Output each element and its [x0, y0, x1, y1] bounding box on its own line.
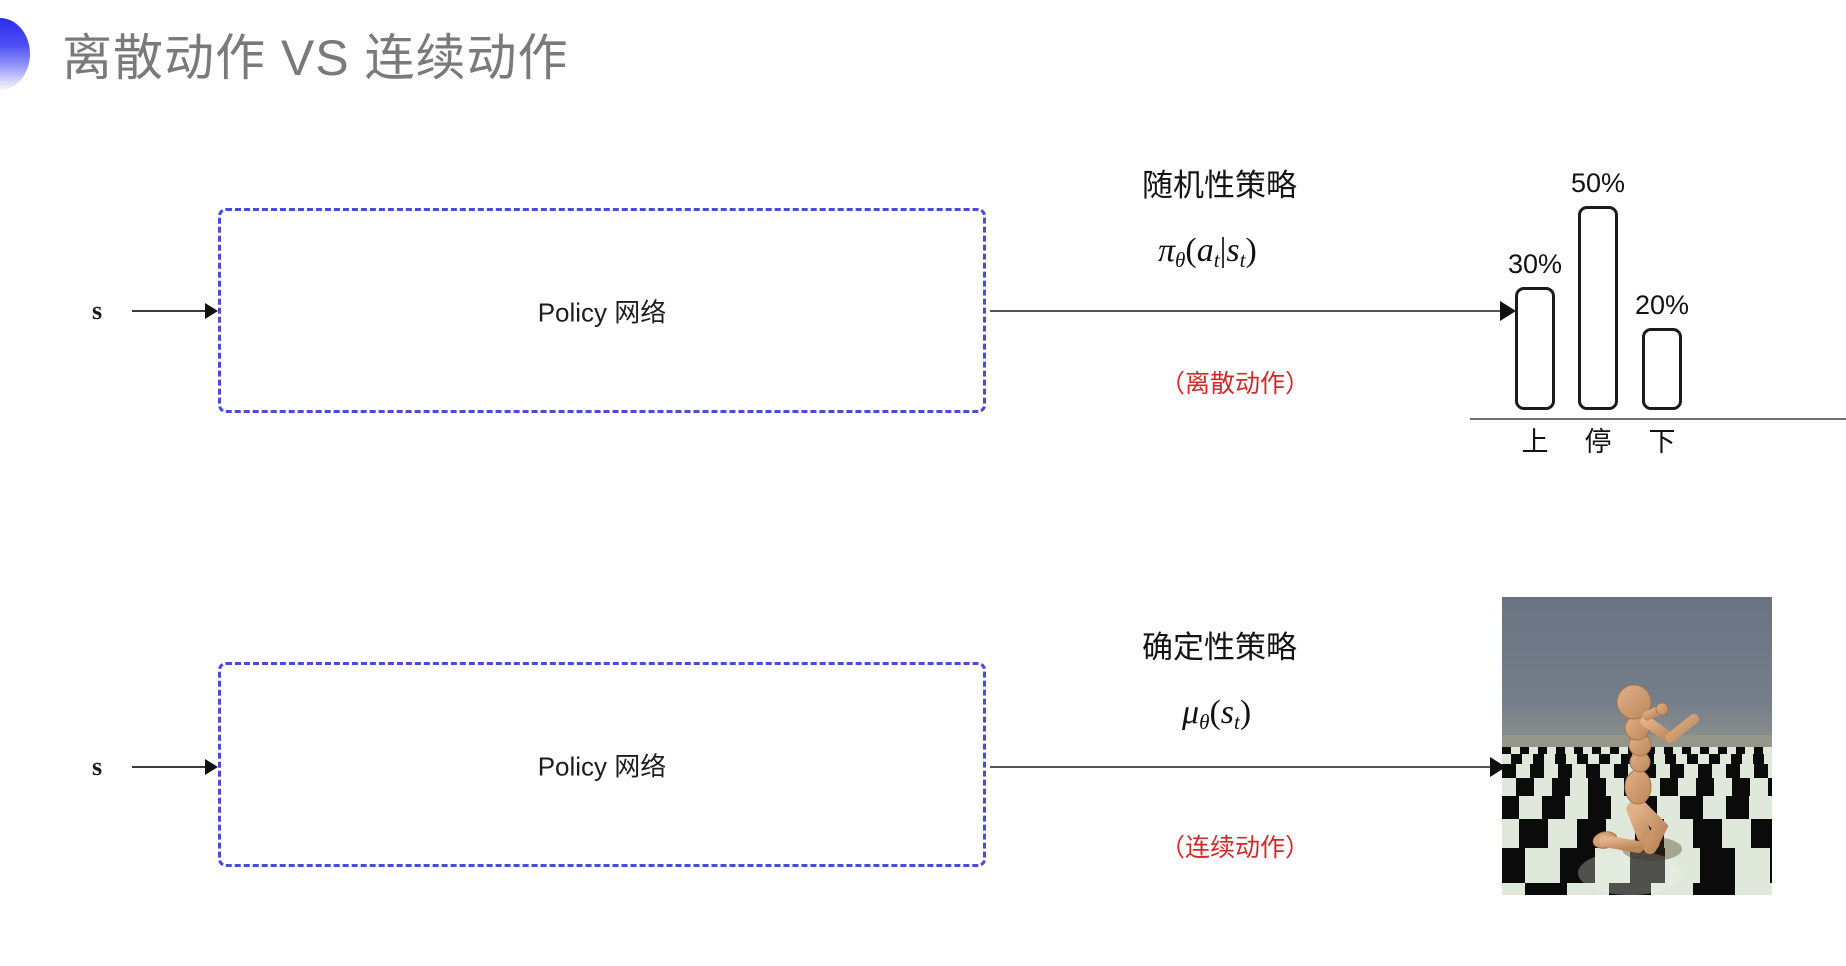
policy-title-stochastic: 随机性策略 [1142, 168, 1297, 203]
action-probability-bar-chart: 30% 上 50% 停 20% 下 [1470, 110, 1846, 457]
formula-close-paren: ) [1245, 232, 1257, 269]
humanoid-simulation-image [1502, 597, 1772, 895]
output-arrow-line-discrete [990, 310, 1510, 312]
formula-arg1-sub: t [1213, 247, 1220, 272]
state-arrow-head-discrete [205, 303, 218, 319]
state-arrow-head-continuous [205, 759, 218, 775]
policy-network-box-discrete[interactable]: Policy 网络 [218, 208, 986, 413]
formula-fn: μ [1182, 694, 1200, 731]
chart-baseline [1470, 418, 1846, 420]
bar-category-label: 下 [1648, 427, 1676, 457]
formula-fn-sub: θ [1199, 709, 1210, 734]
row-continuous-action: s Policy 网络 确定性策略 μθ(st) （连续动作） [0, 480, 1846, 966]
formula-fn-sub: θ [1175, 247, 1186, 272]
policy-formula-deterministic: μθ(st) [1182, 694, 1251, 735]
formula-arg1-sub: t [1234, 709, 1240, 734]
formula-bar: | [1219, 232, 1227, 269]
state-label-continuous: s [92, 752, 103, 781]
policy-formula-stochastic: πθ(at|st) [1158, 232, 1257, 273]
formula-close-paren: ) [1239, 694, 1252, 731]
formula-fn: π [1158, 232, 1176, 269]
bar-category-label: 上 [1521, 427, 1549, 457]
action-note-discrete: （离散动作） [1160, 370, 1311, 398]
formula-open-paren: ( [1209, 694, 1221, 731]
bar-value-label: 30% [1507, 249, 1563, 279]
bar-下 [1642, 328, 1682, 410]
bar-停 [1578, 206, 1618, 410]
bar-category-label: 停 [1584, 427, 1612, 457]
formula-arg1: a [1196, 232, 1214, 269]
policy-network-box-continuous[interactable]: Policy 网络 [218, 662, 986, 867]
state-arrow-line-discrete [132, 310, 208, 312]
bar-value-label: 50% [1570, 168, 1626, 198]
output-arrow-line-continuous [990, 766, 1500, 768]
page-title: 离散动作 VS 连续动作 [62, 30, 569, 86]
formula-arg2-sub: t [1239, 247, 1246, 272]
policy-network-label-discrete: Policy 网络 [537, 297, 667, 327]
formula-open-paren: ( [1185, 232, 1197, 269]
state-label-discrete: s [92, 296, 103, 325]
policy-network-label-continuous: Policy 网络 [537, 751, 667, 781]
formula-arg1: s [1220, 694, 1234, 731]
policy-title-deterministic: 确定性策略 [1142, 630, 1297, 665]
bar-上 [1515, 287, 1555, 410]
humanoid-scene-svg [1502, 597, 1772, 895]
output-arrow-head-discrete [1500, 301, 1516, 321]
action-note-continuous: （连续动作） [1160, 834, 1311, 862]
formula-arg2: s [1226, 232, 1240, 269]
bar-value-label: 20% [1634, 290, 1690, 320]
humanoid-figure [1592, 684, 1699, 854]
state-arrow-line-continuous [132, 766, 208, 768]
